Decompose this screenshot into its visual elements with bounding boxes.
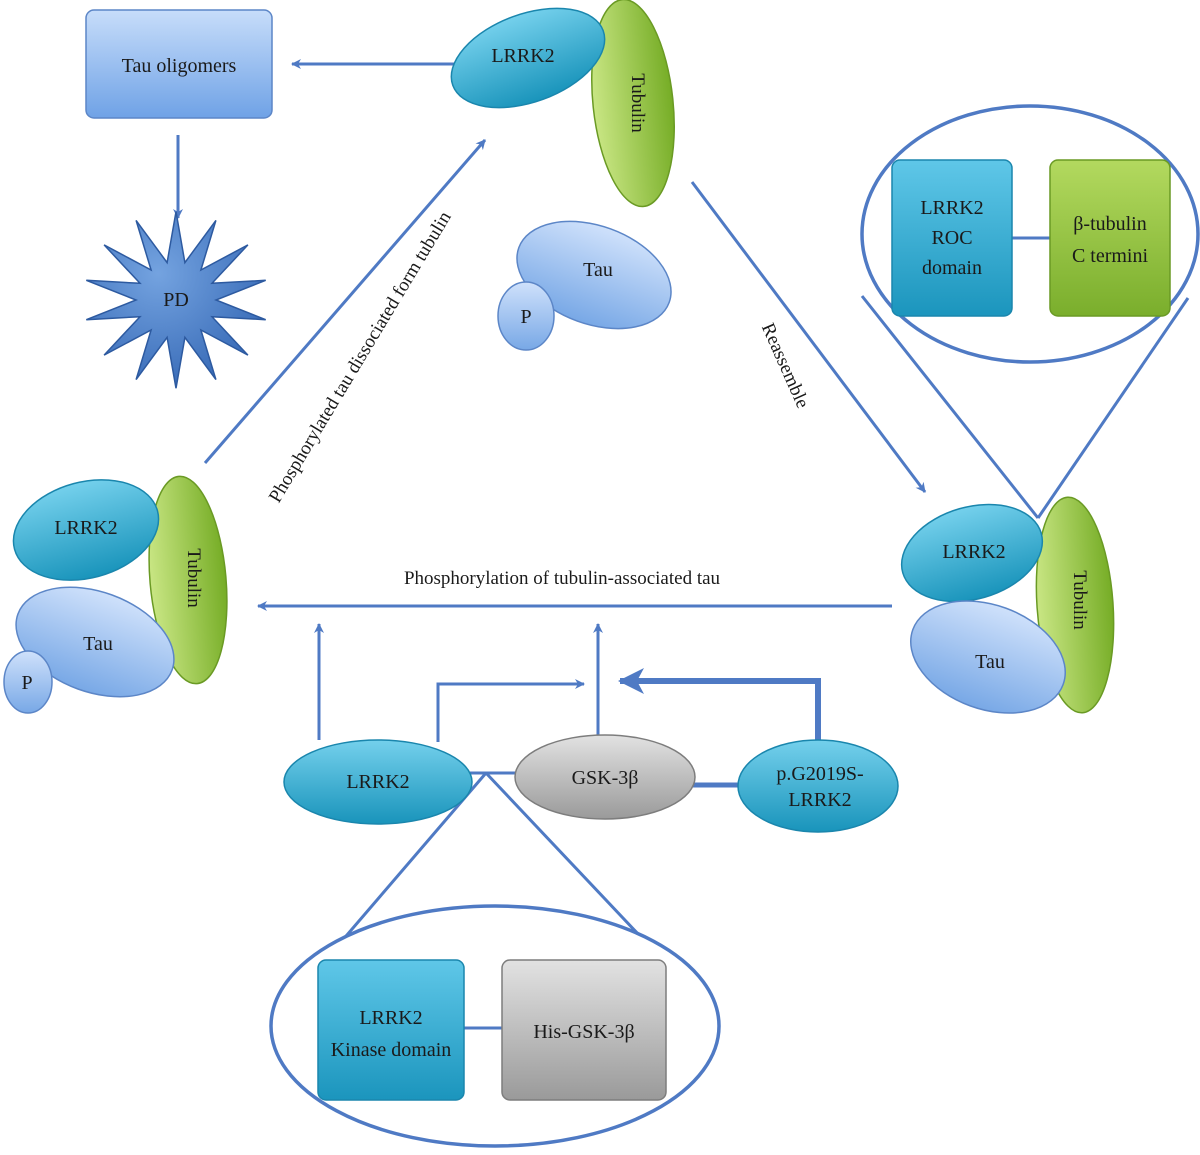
pd-label: PD bbox=[163, 289, 189, 311]
top-lrrk2-shape bbox=[450, 7, 606, 109]
bottom-lrrk2: LRRK2 bbox=[283, 739, 473, 825]
pd-star: PD bbox=[86, 211, 266, 389]
tau-oligomers-box: Tau oligomers bbox=[85, 9, 273, 119]
right-tau-label: Tau bbox=[975, 651, 1005, 673]
g2019s-line2: LRRK2 bbox=[788, 789, 851, 811]
right-lrrk2-label: LRRK2 bbox=[942, 541, 1005, 563]
left-tau-label: Tau bbox=[83, 633, 113, 655]
right-tubulin-label: Tubulin bbox=[1069, 570, 1090, 630]
gsk3b-node: GSK-3β bbox=[514, 734, 696, 820]
his-gsk-label: His-GSK-3β bbox=[533, 1021, 634, 1043]
arrow-left-to-top bbox=[203, 139, 487, 464]
left-p-shape bbox=[3, 650, 53, 714]
top-complex: LRRK2 Tubulin bbox=[450, 0, 675, 208]
kinase-domain-box bbox=[317, 959, 465, 1101]
bottom-lrrk2-label: LRRK2 bbox=[346, 771, 409, 793]
center-tau-label: Tau bbox=[583, 259, 613, 281]
beta-tubulin-box bbox=[1049, 159, 1171, 317]
his-gsk-box bbox=[501, 959, 667, 1101]
left-tubulin-label: Tubulin bbox=[183, 548, 204, 608]
gsk3b-label: GSK-3β bbox=[572, 767, 639, 789]
zoom-line-right-2 bbox=[1036, 297, 1190, 519]
tau-oligomers-label: Tau oligomers bbox=[122, 55, 237, 77]
right-tau-shape bbox=[909, 600, 1067, 714]
top-lrrk2-label: LRRK2 bbox=[491, 45, 554, 67]
g2019s-node: p.G2019S- LRRK2 bbox=[737, 739, 899, 833]
zoom-oval-roc-tubulin: LRRK2 ROC domain β-tubulin C termini bbox=[860, 104, 1200, 364]
kinase-line2: Kinase domain bbox=[331, 1039, 452, 1061]
zoom-oval-kinase-gsk: LRRK2 Kinase domain His-GSK-3β bbox=[269, 904, 721, 1148]
phosphorylation-label: Phosphorylation of tubulin-associated ta… bbox=[404, 568, 721, 589]
tub-line1: β-tubulin bbox=[1073, 213, 1147, 235]
left-lrrk2-label: LRRK2 bbox=[54, 517, 117, 539]
left-complex: LRRK2 Tau Tubulin P bbox=[3, 475, 228, 714]
right-complex: LRRK2 Tau Tubulin bbox=[900, 496, 1115, 714]
center-phospho-tau: Tau P bbox=[497, 220, 672, 351]
roc-line2: ROC bbox=[931, 227, 972, 249]
left-tau-shape bbox=[15, 586, 175, 698]
arrow-lrrk2-to-gsk bbox=[436, 679, 585, 742]
arrow-top-to-right bbox=[690, 181, 927, 493]
center-tau-shape bbox=[516, 220, 672, 330]
kinase-line1: LRRK2 bbox=[359, 1007, 422, 1029]
zoom-line-right-1 bbox=[860, 295, 1040, 519]
left-tubulin-shape bbox=[148, 475, 228, 685]
roc-line3: domain bbox=[922, 257, 982, 279]
arrow-g2019s-to-gsk bbox=[618, 668, 821, 760]
center-p-label: P bbox=[520, 306, 531, 328]
left-p-label: P bbox=[21, 672, 32, 694]
top-tubulin-label: Tubulin bbox=[627, 73, 648, 133]
center-p-shape bbox=[497, 281, 555, 351]
right-lrrk2-shape bbox=[900, 503, 1044, 603]
roc-domain-box bbox=[891, 159, 1013, 317]
g2019s-line1: p.G2019S- bbox=[776, 763, 863, 785]
roc-line1: LRRK2 bbox=[920, 197, 983, 219]
left-lrrk2-shape bbox=[12, 479, 160, 581]
dissociated-label: Phosphorylated tau dissociated form tubu… bbox=[265, 207, 456, 506]
top-tubulin-shape bbox=[591, 0, 675, 208]
tub-line2: C termini bbox=[1072, 245, 1149, 267]
